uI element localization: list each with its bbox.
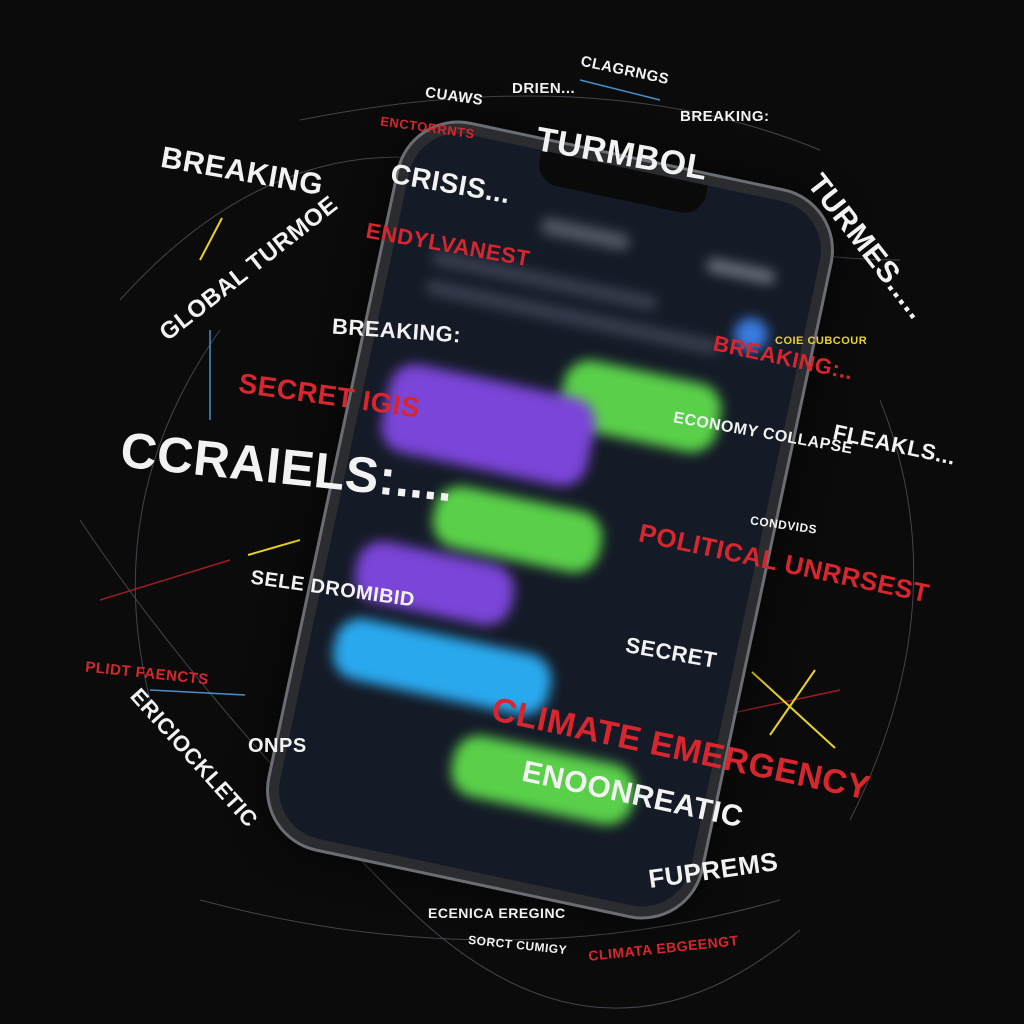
status-title <box>539 216 631 252</box>
headline-word: COIE CUBCOUR <box>775 335 868 347</box>
headline-word: DRIEN... <box>512 80 576 97</box>
headline-word: BREAKING: <box>680 108 770 125</box>
headline-word: ONPS <box>248 735 307 757</box>
headline-word: ECENICA EREGINC <box>428 905 566 921</box>
status-icons <box>705 257 777 286</box>
